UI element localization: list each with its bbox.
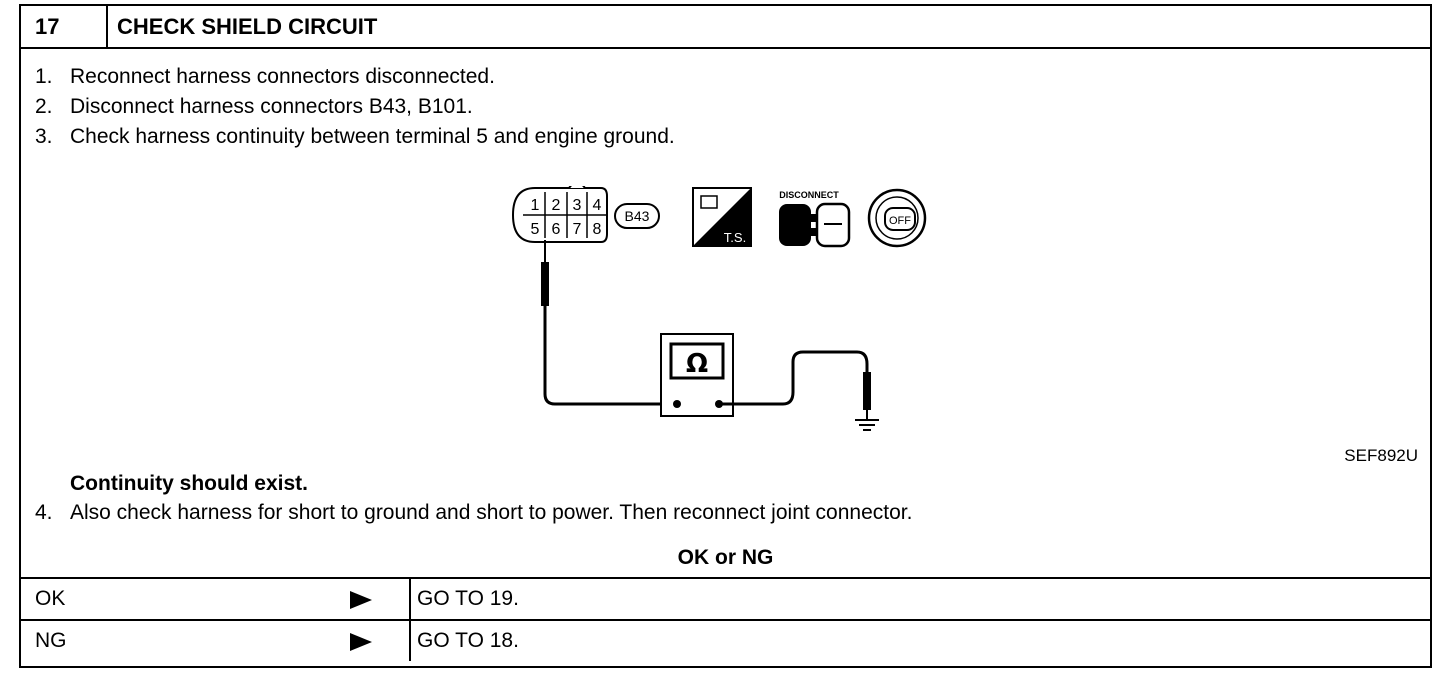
continuity-diagram: 1 2 3 4 5 6 7 8 B43 T.S. DISCONNECT	[511, 186, 927, 431]
result-action: GO TO 19.	[417, 587, 519, 610]
expected-result: Continuity should exist.	[70, 472, 309, 495]
test-probe-lead	[541, 240, 676, 406]
connector-id-badge: B43	[614, 203, 660, 229]
terminal-label: 2	[552, 197, 561, 214]
result-row-ok: OK GO TO 19.	[21, 577, 1430, 619]
result-action: GO TO 18.	[417, 629, 519, 652]
instruction-number: 1.	[35, 65, 53, 88]
key-position-label: OFF	[889, 215, 911, 227]
procedure-table: 17 CHECK SHIELD CIRCUIT 1.Reconnect harn…	[19, 4, 1432, 668]
instruction-4: 4. Also check harness for short to ground…	[35, 500, 912, 526]
result-row-ng: NG GO TO 18.	[21, 619, 1430, 661]
decision-heading: OK or NG	[677, 546, 774, 569]
step-title: CHECK SHIELD CIRCUIT	[117, 14, 378, 39]
arrow-right-icon	[350, 633, 372, 651]
instruction-text: Check harness continuity between termina…	[70, 125, 675, 148]
instruction-number: 4.	[35, 501, 53, 524]
figure-code: SEF892U	[1344, 446, 1418, 465]
column-divider	[409, 579, 411, 619]
instruction-2: 2. Disconnect harness connectors B43, B10…	[35, 94, 473, 120]
terminal-label: 4	[593, 197, 602, 214]
step-header: 17 CHECK SHIELD CIRCUIT	[21, 6, 1430, 49]
instruction-1: 1. Reconnect harness connectors disconnec…	[35, 64, 495, 90]
terminal-label: 7	[573, 221, 582, 238]
step-number: 17	[21, 6, 108, 47]
harness-connector-icon: 1 2 3 4 5 6 7 8	[511, 186, 608, 243]
disconnect-icon: DISCONNECT	[779, 190, 851, 248]
ohmmeter-icon: Ω	[660, 333, 734, 417]
instruction-text: Reconnect harness connectors disconnecte…	[70, 65, 495, 88]
column-divider	[409, 621, 411, 661]
instruction-text: Disconnect harness connectors B43, B101.	[70, 95, 473, 118]
instruction-3: 3. Check harness continuity between termi…	[35, 124, 675, 150]
terminal-label: 6	[552, 221, 561, 238]
ignition-key-off-icon: OFF	[867, 188, 927, 248]
result-condition: NG	[35, 629, 67, 652]
ground-symbol-icon	[855, 419, 879, 431]
terminal-label: 8	[593, 221, 602, 238]
ohm-symbol: Ω	[686, 349, 708, 379]
ground-lead	[719, 350, 871, 420]
disconnect-label: DISCONNECT	[779, 190, 839, 200]
instruction-number: 2.	[35, 95, 53, 118]
instruction-text: Also check harness for short to ground a…	[70, 501, 913, 524]
terminal-label: 3	[573, 197, 582, 214]
arrow-right-icon	[350, 591, 372, 609]
ts-label: T.S.	[724, 230, 746, 245]
terminal-label: 5	[531, 221, 540, 238]
instruction-number: 3.	[35, 125, 53, 148]
connector-id: B43	[625, 208, 650, 224]
result-condition: OK	[35, 587, 66, 610]
terminal-label: 1	[531, 197, 540, 214]
ts-icon: T.S.	[692, 187, 752, 247]
